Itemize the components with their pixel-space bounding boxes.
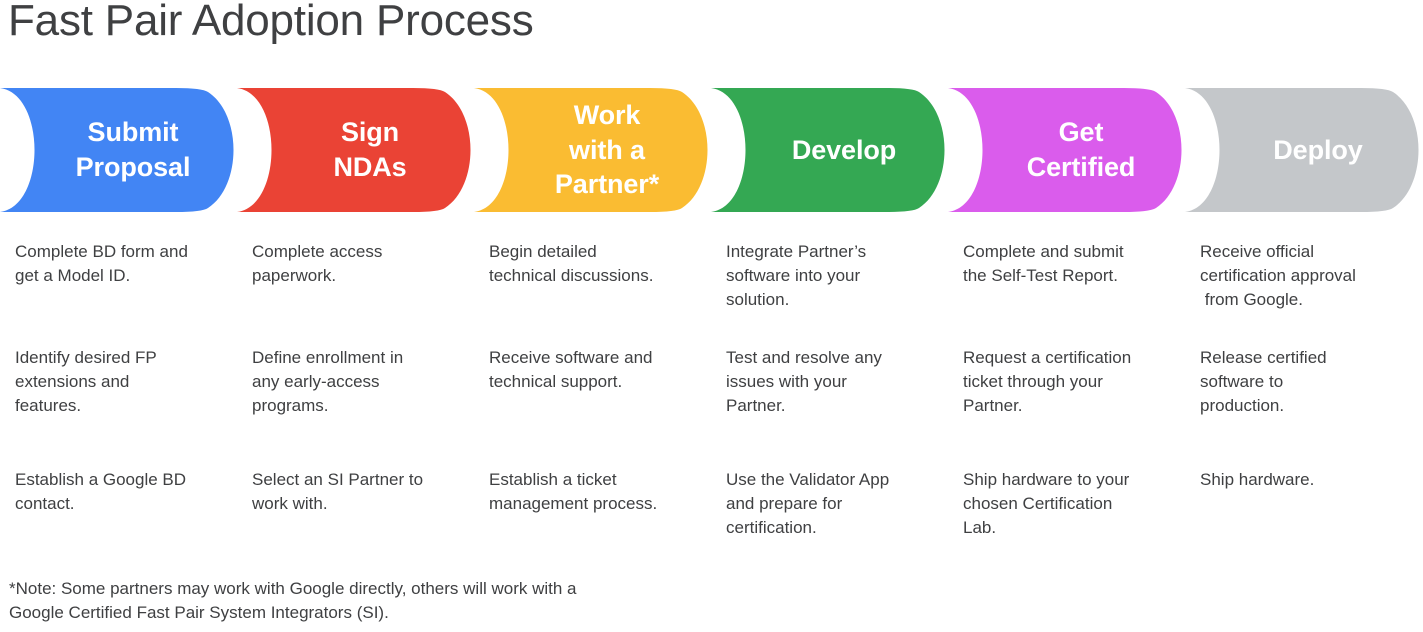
step-line: Select an SI Partner to <box>252 470 424 489</box>
step-line: features. <box>15 396 82 416</box>
banner-shape-develop <box>711 88 945 212</box>
footnote: *Note: Some partners may work with Googl… <box>9 577 769 625</box>
step-line: Receive software and <box>489 348 653 367</box>
step-line: solution. <box>726 290 790 310</box>
step-line: software to <box>1200 372 1284 392</box>
step-line: Establish a Google BD <box>15 470 187 489</box>
step-line: work with. <box>252 494 328 514</box>
step-line: management process. <box>489 494 658 514</box>
banner-submit-proposal: Submit Proposal <box>0 88 238 212</box>
step-line: Release certified <box>1200 348 1327 367</box>
banner-label-get-certified: Get Certified <box>1026 117 1136 182</box>
banner-label-work-with-a-partner: Work with a Partner* <box>554 100 660 200</box>
step-line: Ship hardware. <box>1200 470 1315 489</box>
step-line: Complete BD form and <box>15 242 188 261</box>
step-line: and prepare for <box>726 494 843 514</box>
step-line: Partner. <box>963 396 1023 416</box>
step-item: Complete and submit the Self-Test Report. <box>963 240 1191 288</box>
step-item: Select an SI Partner to work with. <box>252 468 480 516</box>
banner-label-develop: Develop <box>791 134 897 165</box>
banner-deploy: Deploy <box>1185 88 1423 212</box>
step-item: Complete access paperwork. <box>252 240 480 288</box>
banner-develop: Develop <box>711 88 949 212</box>
step-line: Test and resolve any <box>726 348 882 367</box>
process-banner-row: Submit Proposal Sign NDAs Work with a Part… <box>0 88 1423 212</box>
step-line: Identify desired FP <box>15 348 157 367</box>
step-line: Integrate Partner’s <box>726 242 867 261</box>
step-line: production. <box>1200 396 1285 416</box>
step-item: Complete BD form and get a Model ID. <box>15 240 243 288</box>
step-line: contact. <box>15 494 75 514</box>
step-line: technical discussions. <box>489 266 654 286</box>
step-line: programs. <box>252 396 329 416</box>
step-item: Receive official certification approval f… <box>1200 240 1423 312</box>
step-line: Establish a ticket <box>489 470 617 489</box>
banner-work-with-a-partner: Work with a Partner* <box>474 88 712 212</box>
step-item: Establish a ticket management process. <box>489 468 717 516</box>
step-line: the Self-Test Report. <box>963 266 1118 286</box>
step-item: Ship hardware to your chosen Certificatio… <box>963 468 1191 540</box>
step-line: Partner. <box>726 396 786 416</box>
step-item: Establish a Google BD contact. <box>15 468 243 516</box>
step-item: Identify desired FP extensions and feature… <box>15 346 243 418</box>
banner-shape-get-certified <box>948 88 1182 212</box>
banner-label-deploy: Deploy <box>1273 134 1363 165</box>
step-line: from Google. <box>1200 290 1303 310</box>
banner-label-sign-ndas: Sign NDAs <box>333 117 407 182</box>
step-item: Request a certification ticket through yo… <box>963 346 1191 418</box>
step-line: Define enrollment in <box>252 348 404 367</box>
step-line: Request a certification <box>963 348 1132 367</box>
banner-shape-deploy <box>1185 88 1419 212</box>
step-item: Integrate Partner’s software into your sol… <box>726 240 954 312</box>
step-line: Complete and submit <box>963 242 1124 261</box>
step-item: Define enrollment in any early-access prog… <box>252 346 480 418</box>
step-item: Ship hardware. <box>1200 468 1423 492</box>
footnote-line: *Note: Some partners may work with Googl… <box>9 579 577 598</box>
banner-shape-work-with-a-partner <box>474 88 708 212</box>
banner-sign-ndas: Sign NDAs <box>237 88 475 212</box>
step-item: Release certified software to production. <box>1200 346 1423 418</box>
step-line: Complete access <box>252 242 383 261</box>
banner-shape-sign-ndas <box>237 88 471 212</box>
banner-shape-submit-proposal <box>0 88 234 212</box>
step-line: certification approval <box>1200 266 1356 286</box>
step-line: Use the Validator App <box>726 470 890 489</box>
step-line: technical support. <box>489 372 623 392</box>
step-item: Begin detailed technical discussions. <box>489 240 717 288</box>
step-line: Begin detailed <box>489 242 597 261</box>
page-title: Fast Pair Adoption Process <box>8 0 534 45</box>
step-line: ticket through your <box>963 372 1103 392</box>
step-line: certification. <box>726 518 817 538</box>
step-line: Ship hardware to your <box>963 470 1130 489</box>
banner-get-certified: Get Certified <box>948 88 1186 212</box>
step-line: issues with your <box>726 372 847 392</box>
step-line: extensions and <box>15 372 130 392</box>
step-line: paperwork. <box>252 266 337 286</box>
step-line: get a Model ID. <box>15 266 131 286</box>
step-line: Lab. <box>963 518 997 538</box>
step-item: Receive software and technical support. <box>489 346 717 394</box>
step-item: Use the Validator App and prepare for cert… <box>726 468 954 540</box>
step-line: any early-access <box>252 372 380 392</box>
step-line: software into your <box>726 266 861 286</box>
step-line: chosen Certification <box>963 494 1113 514</box>
step-line: Receive official <box>1200 242 1315 261</box>
banner-label-submit-proposal: Submit Proposal <box>75 117 191 182</box>
footnote-line: Google Certified Fast Pair System Integr… <box>9 603 389 623</box>
